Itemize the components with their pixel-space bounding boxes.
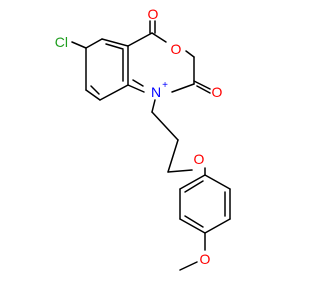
- right-ring-bonds: [127, 20, 211, 94]
- bond: [185, 50, 195, 58]
- bond: [196, 85, 211, 94]
- bond-c-cl: [71, 41, 87, 49]
- bond-double-inner: [184, 180, 204, 193]
- bond: [151, 111, 179, 141]
- methoxyphenyl-ring-bonds: [179, 167, 231, 271]
- bond: [167, 169, 193, 173]
- bond: [171, 83, 195, 93]
- bond-double-inner: [105, 43, 124, 50]
- molecule-structure: Cl O O O N + O O: [55, 6, 231, 271]
- nitrogen-label: N: [151, 84, 161, 100]
- bond: [167, 139, 179, 173]
- bond: [99, 84, 129, 101]
- bond: [85, 89, 101, 101]
- bond: [127, 32, 153, 47]
- bond: [151, 32, 167, 43]
- propyl-chain: [151, 99, 193, 173]
- bond: [179, 218, 206, 234]
- bond: [193, 80, 211, 90]
- oxygen-label: O: [212, 84, 223, 100]
- bond: [179, 174, 206, 190]
- chlorine-label: Cl: [55, 34, 68, 50]
- oxygen-label: O: [148, 6, 159, 22]
- ring-oxygen-label: O: [171, 41, 182, 57]
- molecule-canvas: Cl O O O N + O O: [55, 6, 231, 271]
- bond: [179, 261, 198, 271]
- bond: [85, 38, 103, 49]
- nitrogen-charge-label: +: [162, 80, 168, 91]
- left-ring-bonds: [85, 38, 129, 101]
- ether-oxygen-label: O: [194, 151, 205, 167]
- bond-double-inner: [90, 85, 100, 95]
- bond: [101, 38, 129, 47]
- bond: [127, 84, 145, 93]
- bond: [151, 99, 156, 113]
- methoxy-oxygen-label: O: [200, 251, 211, 267]
- bond-double-inner: [132, 79, 144, 87]
- bond: [204, 174, 231, 190]
- bond: [204, 218, 231, 234]
- bond-double-inner: [184, 215, 204, 228]
